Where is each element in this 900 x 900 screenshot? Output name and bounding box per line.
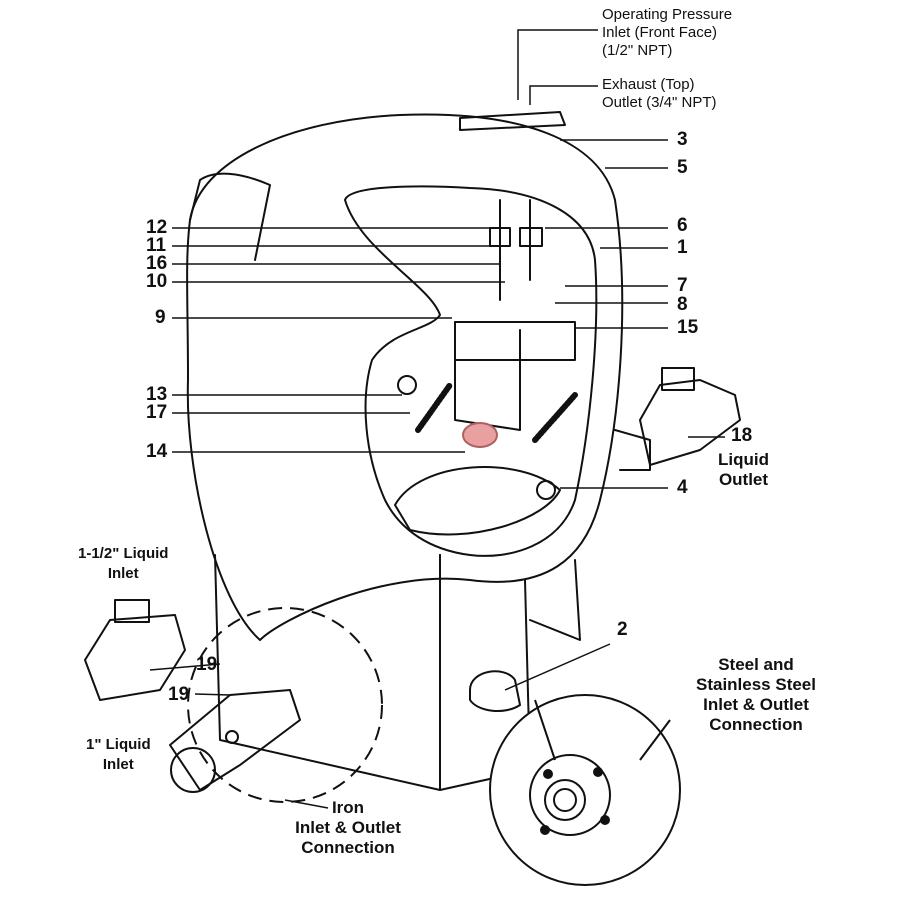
steel-connection-detail: [489, 694, 681, 886]
base-leg-right: [529, 559, 581, 641]
float-ball: [394, 466, 561, 536]
callout-16: 16: [146, 253, 168, 274]
callout-4: 4: [677, 477, 688, 498]
exhaust-line-1: Exhaust (Top): [602, 76, 695, 93]
body-cutaway: [344, 185, 598, 557]
steel-connection-line-3: Inlet & Outlet: [703, 695, 809, 714]
callout-3: 3: [677, 129, 688, 150]
liquid-inlet-large-label: 1-1/2" Liquid Inlet: [78, 544, 168, 584]
callout-15: 15: [677, 317, 699, 338]
steel-connection-line-1: Steel and: [718, 655, 794, 674]
pump-body-shell: [186, 113, 624, 641]
callout-2: 2: [617, 619, 628, 640]
spring-left: [415, 382, 453, 433]
callout-14: 14: [146, 441, 168, 462]
inlet-valve-cap-large: [114, 599, 150, 623]
mechanism-plate: [454, 321, 521, 431]
detail-flange: [529, 754, 611, 836]
callout-7: 7: [677, 275, 688, 296]
liquid-outlet-line-2: Outlet: [718, 470, 769, 489]
callout-13: 13: [146, 384, 168, 405]
operating-pressure-line-3: (1/2" NPT): [602, 42, 673, 59]
callout-11: 11: [146, 235, 167, 256]
plug-13: [397, 375, 417, 395]
detail-bore-inner: [553, 788, 577, 812]
inlet-port-small: [170, 747, 216, 793]
valve-body-right: [519, 227, 543, 247]
exhaust-label: Exhaust (Top) Outlet (3/4" NPT): [602, 76, 717, 112]
callout-19-lower: 19: [168, 684, 190, 705]
callout-12: 12: [146, 217, 168, 238]
base-leg-left: [214, 554, 441, 791]
outlet-nipple: [614, 429, 651, 471]
outlet-valve-cap: [661, 367, 695, 391]
pump-rear-shell: [189, 172, 271, 261]
liquid-outlet-line-1: Liquid: [718, 450, 769, 469]
liquid-outlet-label: Liquid Outlet: [718, 450, 769, 490]
valve-body-left: [489, 227, 511, 247]
inlet-strainer-small: [169, 689, 301, 791]
callout-9: 9: [155, 307, 166, 328]
steel-connection-line-4: Connection: [709, 715, 803, 734]
leader-lines: [149, 29, 725, 809]
liquid-inlet-large-line-2: Inlet: [107, 565, 139, 582]
top-cap: [459, 111, 566, 131]
callout-19-upper: 19: [196, 654, 218, 675]
operating-pressure-line-2: Inlet (Front Face): [602, 24, 718, 41]
callout-8: 8: [677, 294, 688, 315]
highlighted-linkage: [462, 422, 498, 448]
exhaust-line-2: Outlet (3/4" NPT): [602, 94, 717, 111]
liquid-inlet-small-line-2: Inlet: [102, 756, 134, 773]
iron-connection-line-1: Iron: [331, 798, 365, 817]
liquid-inlet-small-label: 1" Liquid Inlet: [86, 735, 151, 775]
outlet-check-valve: [639, 379, 741, 466]
iron-connection-label: Iron Inlet & Outlet Connection: [278, 798, 418, 858]
inlet-check-valve-large: [84, 614, 186, 701]
iron-connection-line-3: Connection: [301, 838, 395, 857]
iron-connection-circle: [187, 607, 383, 803]
liquid-inlet-small-line-1: 1" Liquid: [86, 736, 151, 753]
plug-4: [536, 480, 556, 500]
operating-pressure-line-1: Operating Pressure: [602, 6, 733, 23]
callout-6: 6: [677, 215, 688, 236]
spring-right: [532, 392, 578, 443]
inlet-bolt: [225, 730, 239, 744]
callout-10: 10: [146, 271, 168, 292]
callout-17: 17: [146, 402, 168, 423]
liquid-inlet-large-line-1: 1-1/2" Liquid: [78, 545, 169, 562]
operating-pressure-label: Operating Pressure Inlet (Front Face) (1…: [602, 6, 732, 60]
front-boss: [469, 670, 521, 712]
callout-18: 18: [731, 425, 753, 446]
callout-5: 5: [677, 157, 688, 178]
detail-bore: [544, 779, 586, 821]
steel-connection-line-2: Stainless Steel: [695, 675, 816, 694]
steel-connection-label: Steel and Stainless Steel Inlet & Outlet…: [676, 655, 836, 735]
iron-connection-line-2: Inlet & Outlet: [295, 818, 401, 837]
base-leg-front: [439, 554, 531, 791]
mechanism-frame: [454, 321, 576, 361]
callout-1: 1: [677, 237, 688, 258]
